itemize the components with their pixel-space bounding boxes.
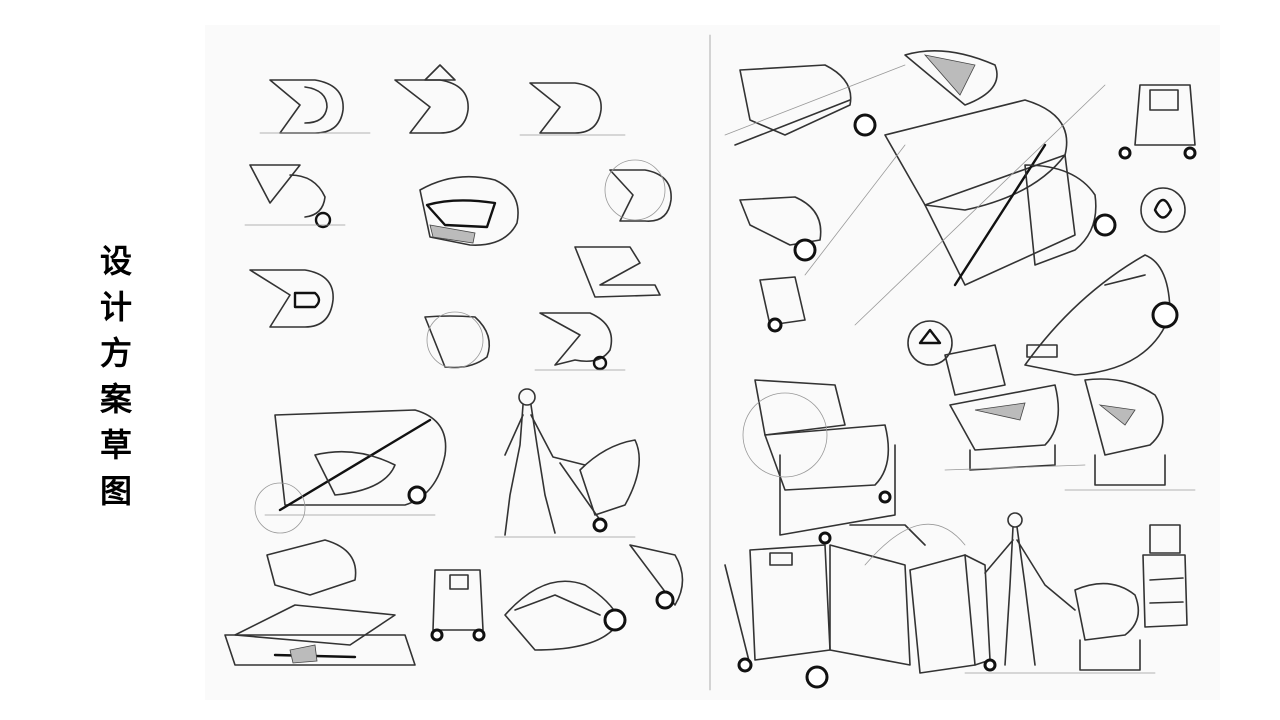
title-char: 计 (99, 288, 132, 326)
title-char: 设 (99, 242, 132, 280)
sketch-sheet (205, 25, 1220, 700)
cart-sketch-icon (254, 409, 447, 534)
title-char: 案 (99, 380, 132, 418)
person-figure-icon (494, 388, 641, 538)
sketch-drawing (224, 34, 1197, 691)
title-char: 图 (99, 472, 132, 510)
logo-sketch-icon (244, 64, 672, 371)
title-char: 方 (99, 334, 132, 372)
cart-sketch-icon (724, 50, 1197, 689)
cart-sketch-icon (224, 539, 684, 666)
page-title: 设 计 方 案 草 图 (96, 238, 136, 514)
title-char: 草 (99, 426, 132, 464)
